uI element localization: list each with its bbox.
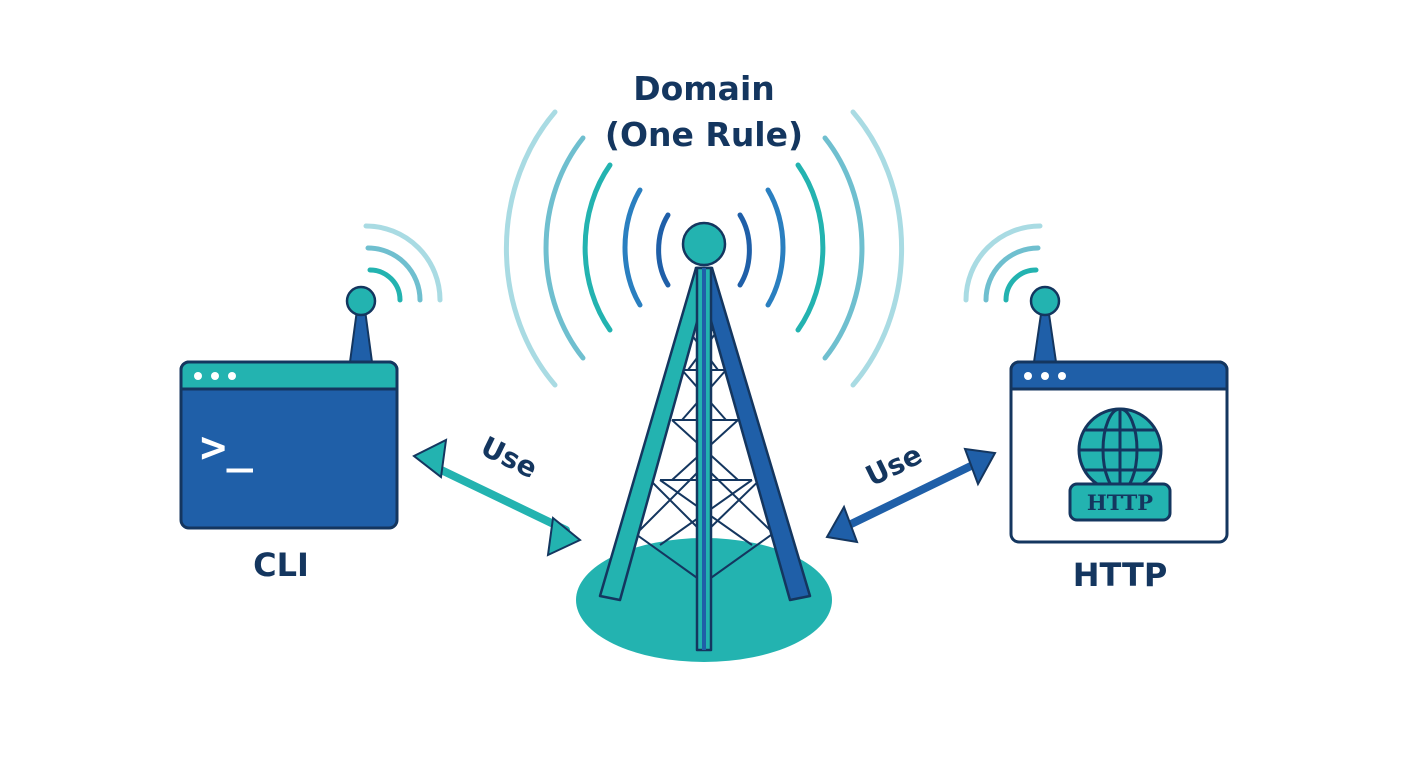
http-antenna — [963, 223, 1061, 363]
http-badge-text: HTTP — [1087, 490, 1153, 515]
terminal-icon: >_ — [179, 360, 399, 530]
tower-signal-waves — [503, 109, 905, 388]
left-use-arrow — [412, 438, 582, 557]
http-node: HTTP HTTP — [963, 223, 1229, 594]
http-label: HTTP — [1073, 556, 1168, 594]
cli-prompt-text: >_ — [200, 422, 253, 473]
cli-label: CLI — [253, 546, 309, 584]
domain-title-line1: Domain — [633, 69, 775, 108]
left-use-label: Use — [476, 430, 543, 485]
right-use-label: Use — [860, 438, 927, 493]
globe-icon — [1077, 407, 1163, 493]
right-use-arrow — [825, 447, 997, 544]
tower-beacon — [681, 221, 727, 267]
domain-title-line2: (One Rule) — [605, 115, 803, 154]
cli-antenna — [345, 223, 443, 363]
http-badge: HTTP — [1068, 482, 1172, 522]
cli-node: >_ CLI — [179, 223, 443, 584]
tower-legs — [598, 266, 812, 652]
domain-tower — [503, 109, 905, 662]
